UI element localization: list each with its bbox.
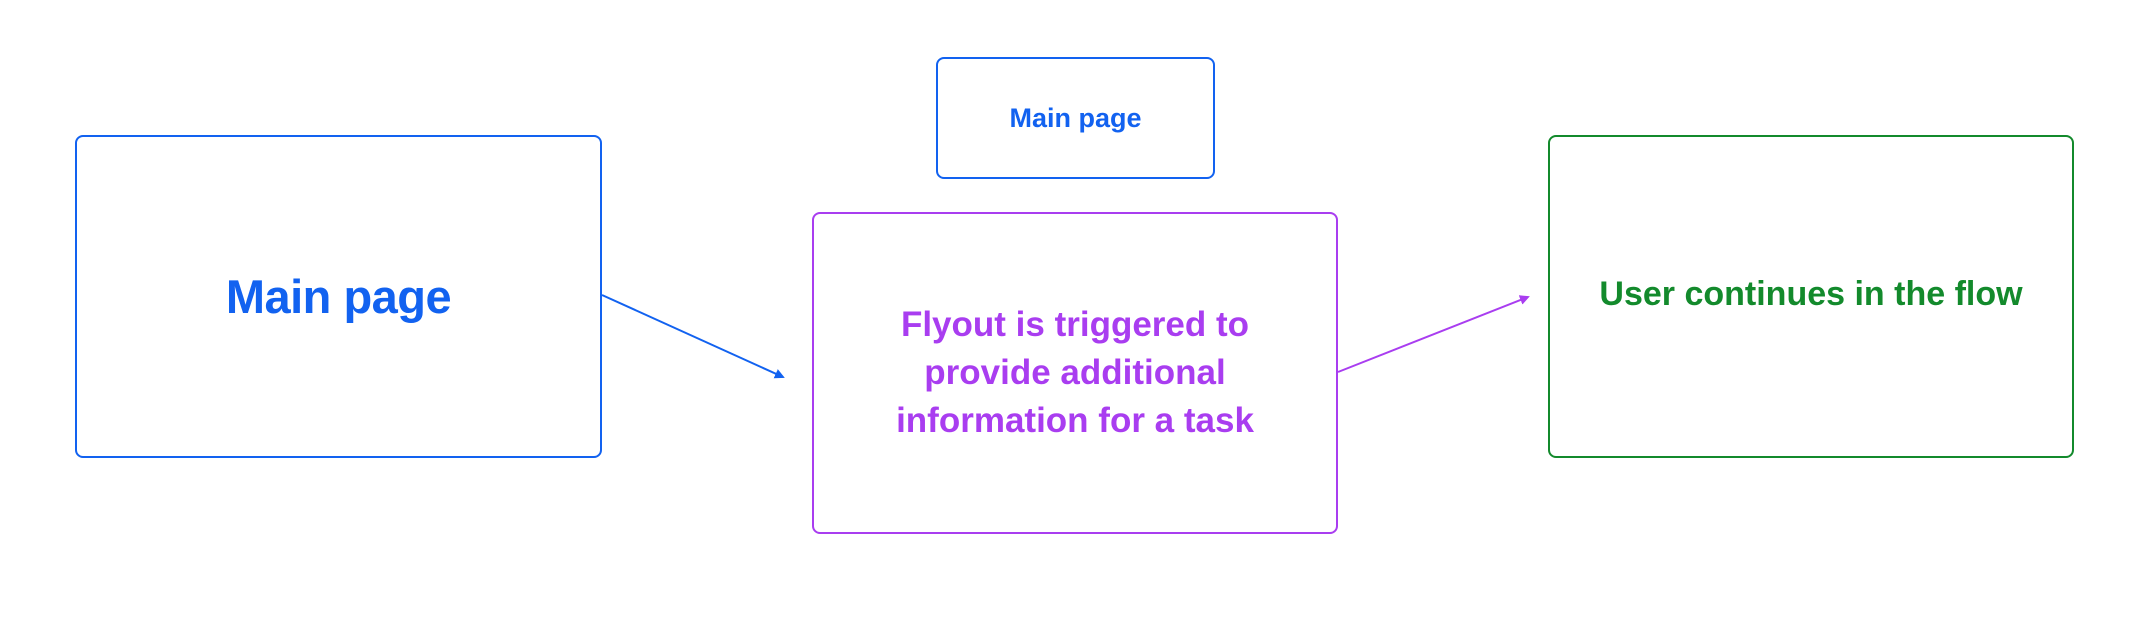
user-continues-label: User continues in the flow xyxy=(1599,275,2023,313)
main-page-small-node: Main page xyxy=(936,57,1215,179)
arrow-flyout-to-continue xyxy=(1337,295,1530,373)
main-page-small-label: Main page xyxy=(1009,102,1142,133)
main-page-label: Main page xyxy=(225,270,452,323)
main-page-node: Main page xyxy=(75,135,602,458)
flyout-node: Flyout is triggered to provide additiona… xyxy=(812,212,1338,534)
flyout-label: Flyout is triggered to provide additiona… xyxy=(896,305,1254,440)
user-continues-node: User continues in the flow xyxy=(1548,135,2074,458)
arrow-main-to-flyout xyxy=(601,294,785,379)
